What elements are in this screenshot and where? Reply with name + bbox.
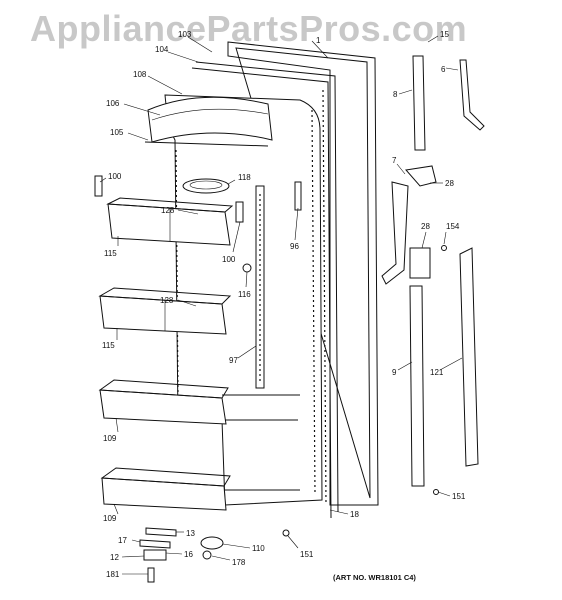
callout-16: 16 [184,550,193,559]
callout-118: 118 [238,173,251,182]
callout-116: 116 [238,290,251,299]
callout-110: 110 [252,544,265,553]
callout-13: 13 [186,529,195,538]
door-bin-bottom [100,467,231,511]
callout-108: 108 [133,70,147,79]
callout-labels: 103 104 1 15 6 108 8 106 105 7 100 118 2… [102,30,466,579]
callout-154: 154 [446,222,460,231]
bottom-hinge-parts [139,527,290,583]
callout-96: 96 [290,242,299,251]
door-bin-middle [98,287,232,335]
callout-128-top: 128 [161,206,175,215]
callout-115-top: 115 [104,249,117,258]
callout-128-mid: 128 [160,296,174,305]
door-gasket [191,61,339,519]
callout-12: 12 [110,553,119,562]
callout-109-upper: 109 [103,434,117,443]
handle-parts [381,55,485,495]
door-bin-upper [106,197,234,246]
callout-104: 104 [155,45,169,54]
callout-100-mid: 100 [222,255,236,264]
dairy-door [144,96,273,147]
door-bin-lower [98,379,229,425]
callout-8: 8 [393,90,398,99]
callout-28-mid: 28 [421,222,430,231]
callout-97: 97 [229,356,238,365]
callout-105: 105 [110,128,124,137]
callout-121: 121 [430,368,444,377]
callout-151-bottom: 151 [300,550,314,559]
stop-knob [242,263,252,273]
callout-103: 103 [178,30,192,39]
callout-17: 17 [118,536,127,545]
egg-tray [182,178,230,194]
callout-28-top: 28 [445,179,454,188]
shelf-bracket-left [94,175,103,197]
callout-109-lower: 109 [103,514,117,523]
callout-100-top: 100 [108,172,122,181]
callout-151-right: 151 [452,492,466,501]
shelf-bracket-right [235,201,244,223]
callout-115-mid: 115 [102,341,115,350]
door-liner [164,94,323,506]
watermark: AppliancePartsPros.com [30,8,468,49]
callout-9: 9 [392,368,397,377]
retainer-clip [294,181,302,211]
art-number: (ART NO. WR18101 C4) [333,573,416,582]
callout-18: 18 [350,510,359,519]
divider-strip [255,185,265,389]
leader-lines [99,35,463,575]
callout-7: 7 [392,156,397,165]
callout-181: 181 [106,570,120,579]
callout-15: 15 [440,30,449,39]
callout-106: 106 [106,99,120,108]
callout-1: 1 [316,36,321,45]
callout-178: 178 [232,558,246,567]
callout-6: 6 [441,65,446,74]
